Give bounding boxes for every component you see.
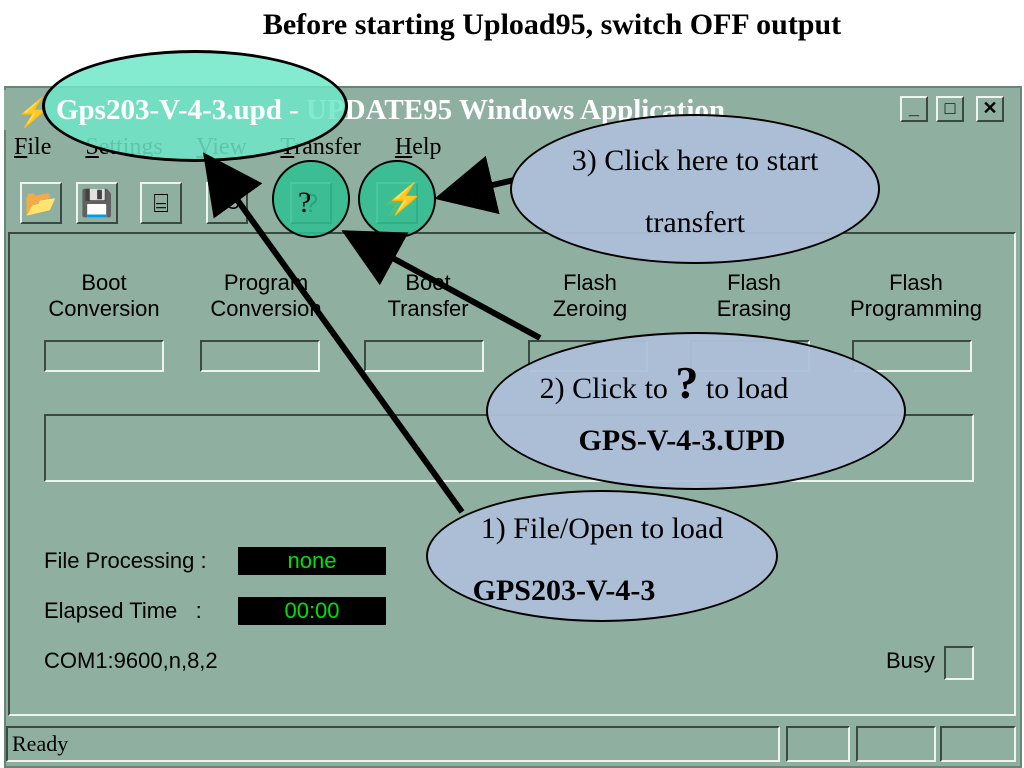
counter-button[interactable]: 6C [206,182,248,224]
open-icon: 📂 [24,188,58,218]
stage-progress-box [364,340,484,372]
callout-step3 [510,114,880,264]
question-icon-overlay: ? [298,186,312,219]
menu-file[interactable]: File [14,134,52,160]
chip-button[interactable]: ⌸ [140,182,182,224]
callout-step1-line1: 1) File/Open to load [480,512,724,545]
busy-indicator [944,646,974,680]
callout-step1-line2: GPS203-V-4-3 [472,574,656,607]
minimize-button[interactable]: _ [900,96,928,122]
callout-step3-line1: 3) Click here to start [571,144,819,177]
elapsed-time-label: Elapsed Time : [44,598,202,623]
callout-step1 [426,490,778,622]
save-button[interactable]: 💾 [76,182,118,224]
save-icon: 💾 [80,188,114,218]
open-button[interactable]: 📂 [20,182,62,224]
close-button[interactable]: ✕ [976,96,1004,122]
menu-help[interactable]: Help [394,134,442,160]
chip-icon: ⌸ [153,188,169,218]
stage-progress-box [44,340,164,372]
file-processing-value: none [238,547,386,575]
progress-panel [8,232,1016,716]
slide-title: Before starting Upload95, switch OFF out… [262,8,842,41]
stage-progress-box [852,340,972,372]
callout-step2-line1: 2) Click to ? to load [539,357,789,408]
maximize-button[interactable]: □ [936,96,964,122]
status-pane [856,726,936,762]
busy-label: Busy [886,648,935,673]
title-highlight-ellipse [42,50,348,162]
status-pane [786,726,850,762]
callout-step2-line2: GPS-V-4-3.UPD [578,424,786,457]
window-title-overlay: Gps203-V-4-3.upd - [56,94,299,126]
transfer-icon-overlay: ⚡ [386,183,424,216]
counter-icon: 6C [214,192,240,214]
elapsed-time-value: 00:00 [238,597,386,625]
status-text: Ready [6,726,780,762]
status-pane [940,726,1016,762]
callout-step2 [486,332,906,490]
file-processing-label: File Processing : [44,548,207,573]
port-settings: COM1:9600,n,8,2 [44,648,218,673]
callout-step3-line2: transfert [645,206,745,239]
stage-progress-box [200,340,320,372]
status-bar: Ready [6,726,1018,764]
